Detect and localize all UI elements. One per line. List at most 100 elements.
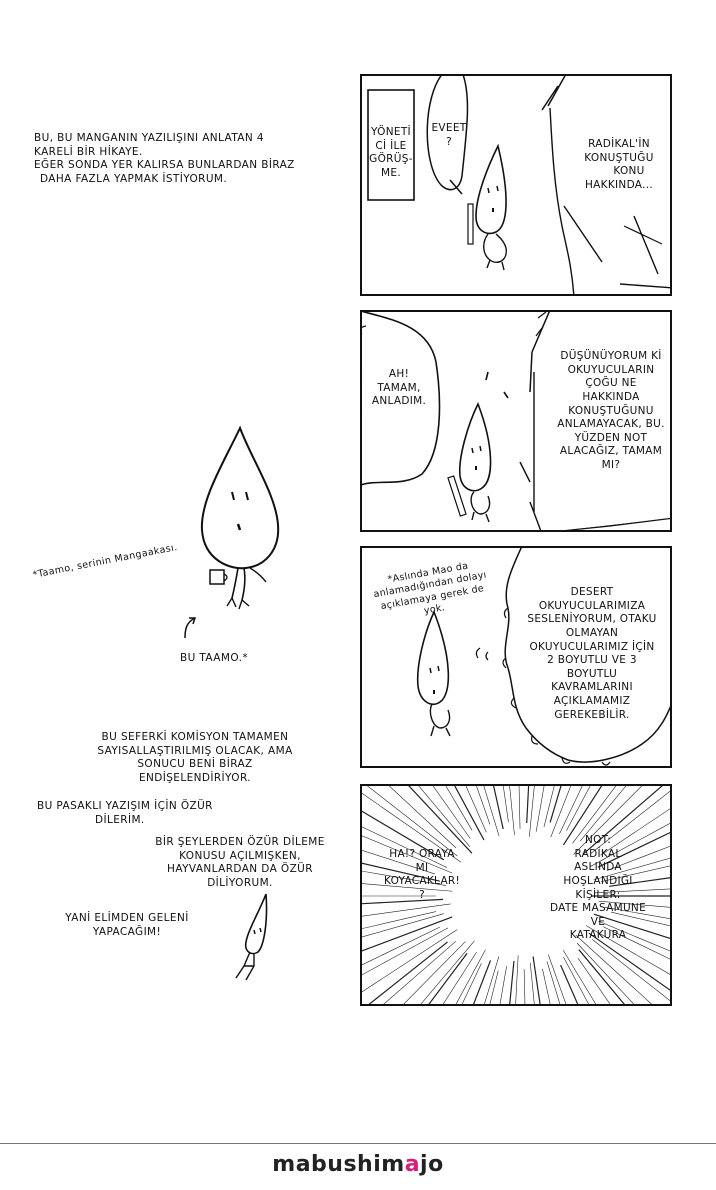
panel-3-art bbox=[416, 548, 670, 766]
speed-line bbox=[566, 786, 591, 831]
text-line: ? bbox=[446, 135, 452, 148]
speed-line bbox=[598, 920, 670, 952]
speed-line bbox=[582, 786, 663, 855]
panel-2-bubble-text: AH! TAMAM, ANLADIM. bbox=[368, 368, 430, 409]
speed-line bbox=[499, 966, 507, 1004]
speed-line bbox=[362, 883, 453, 892]
speed-line bbox=[585, 925, 670, 975]
taamo-character-figure bbox=[200, 425, 280, 610]
text-line: ME. bbox=[381, 166, 401, 179]
speed-line bbox=[445, 786, 473, 831]
text-line: ASLINDA bbox=[574, 861, 622, 874]
speed-line bbox=[442, 951, 477, 1004]
panel-2-art bbox=[362, 312, 670, 530]
apology-text-2: BİR ŞEYLERDEN ÖZÜR DİLEME KONUSU AÇILMIŞ… bbox=[150, 836, 330, 891]
comic-panel-4: HA!? ORAYA MI KOYACAKLAR! ? NOT: RADİKAL… bbox=[360, 784, 672, 1006]
apology-line: DİLİYORUM. bbox=[207, 876, 273, 889]
speed-line bbox=[535, 786, 545, 832]
speed-line bbox=[362, 916, 453, 952]
speed-line bbox=[546, 961, 561, 1004]
speed-line bbox=[579, 786, 627, 842]
speed-line bbox=[362, 913, 444, 938]
speed-line bbox=[559, 786, 583, 835]
text-line: 2 BOYUTLU VE 3 bbox=[547, 654, 637, 667]
speed-line bbox=[484, 956, 500, 1004]
text-line: ÇOĞU NE bbox=[585, 377, 637, 390]
intro-line: DAHA FAZLA YAPMAK İSTİYORUM. bbox=[40, 172, 228, 185]
text-line: TAMAM, bbox=[377, 381, 421, 394]
apology-line: HAYVANLARDAN DA ÖZÜR bbox=[167, 863, 313, 876]
speed-line bbox=[597, 831, 670, 868]
speed-line bbox=[523, 969, 526, 1004]
text-line: GÖRÜŞ- bbox=[369, 153, 413, 166]
speed-line bbox=[543, 786, 555, 828]
apology-line: DİLERİM. bbox=[95, 813, 145, 826]
text-line: HA!? ORAYA bbox=[389, 848, 455, 860]
intro-text: BU, BU MANGANIN YAZILIŞINI ANLATAN 4 KAR… bbox=[34, 132, 295, 187]
speed-line bbox=[560, 964, 579, 1004]
speed-line bbox=[362, 927, 449, 976]
speed-line bbox=[493, 786, 504, 830]
speed-line bbox=[428, 952, 468, 1004]
speed-line bbox=[593, 857, 670, 881]
speed-line bbox=[562, 950, 597, 1004]
text-line: OKUYUCULARIMIZA bbox=[538, 599, 646, 612]
speed-line bbox=[550, 786, 572, 838]
author-note: *Taamo, serinin Mangaakası. bbox=[32, 541, 179, 581]
speed-line bbox=[562, 786, 603, 846]
speed-line bbox=[606, 845, 670, 871]
speed-line bbox=[362, 826, 448, 868]
speed-line bbox=[408, 786, 473, 854]
speed-line bbox=[518, 786, 521, 829]
speed-line bbox=[362, 926, 440, 966]
comic-panel-2: AH! TAMAM, ANLADIM. DÜŞÜNÜYORUM Kİ OKUYU… bbox=[360, 310, 672, 532]
speed-line bbox=[476, 786, 491, 825]
speed-line bbox=[403, 941, 466, 1004]
speed-line bbox=[362, 929, 458, 993]
speed-line bbox=[362, 898, 444, 905]
speed-line bbox=[593, 888, 670, 894]
speed-line bbox=[473, 960, 492, 1004]
intro-line: EĞER SONDA YER KALIRSA BUNLARDAN BİRAZ bbox=[34, 159, 295, 172]
text-line: NOT: bbox=[584, 834, 612, 846]
panel-1-right-text: RADİKAL'İN KONUŞTUĞU KONU HAKKINDA... bbox=[572, 138, 666, 193]
commission-text: BU SEFERKİ KOMİSYON TAMAMEN SAYISALLAŞTI… bbox=[80, 731, 310, 786]
small-character-figure bbox=[235, 893, 268, 981]
apology-line: BU PASAKLI YAZIŞIM İÇİN ÖZÜR bbox=[37, 800, 213, 812]
speed-line bbox=[454, 786, 485, 841]
logo-text-suffix: jo bbox=[420, 1152, 444, 1177]
speed-line bbox=[577, 957, 611, 1004]
text-line: ANLADIM. bbox=[371, 395, 427, 408]
author-caption: BU TAAMO.* bbox=[180, 652, 248, 664]
speed-line bbox=[549, 786, 562, 823]
speed-line bbox=[572, 786, 617, 844]
speed-line bbox=[576, 942, 635, 1004]
text-line: HAKKINDA bbox=[582, 390, 640, 403]
logo-text-prefix: mabushim bbox=[272, 1152, 405, 1177]
intro-line: KARELİ BİR HİKAYE. bbox=[34, 145, 143, 158]
text-line: EVEET bbox=[431, 122, 467, 134]
text-line: KONU bbox=[613, 165, 645, 178]
speed-line bbox=[532, 956, 541, 1004]
commission-line: BU SEFERKİ KOMİSYON TAMAMEN bbox=[101, 731, 289, 743]
intro-line: BU, BU MANGANIN YAZILIŞINI ANLATAN 4 bbox=[34, 132, 264, 144]
speed-line bbox=[455, 949, 486, 1004]
text-line: MI bbox=[415, 861, 429, 874]
text-line: GEREKEBİLİR. bbox=[554, 708, 630, 721]
panel-1-art bbox=[367, 76, 670, 294]
speed-line bbox=[461, 963, 482, 1004]
text-line: OKUYUCULARIMIZ İÇİN bbox=[529, 640, 655, 653]
commission-line: SONUCU BENİ BİRAZ bbox=[137, 758, 253, 771]
speed-line bbox=[368, 941, 448, 1004]
footer-divider bbox=[0, 1143, 716, 1144]
text-line: KOYACAKLAR! bbox=[383, 875, 461, 888]
text-line: MI? bbox=[601, 459, 621, 472]
speed-line bbox=[362, 862, 440, 882]
text-line: ALACAĞIZ, TAMAM bbox=[559, 445, 663, 458]
text-line: DATE MASAMUNE bbox=[549, 902, 647, 915]
speed-line bbox=[598, 900, 670, 908]
speed-line bbox=[362, 903, 451, 917]
text-line: KİŞİLER: bbox=[575, 888, 621, 901]
best-effort-text: YANİ ELİMDEN GELENİ YAPACAĞIM! bbox=[52, 912, 202, 939]
text-line: RADİKAL'İN bbox=[588, 138, 650, 150]
